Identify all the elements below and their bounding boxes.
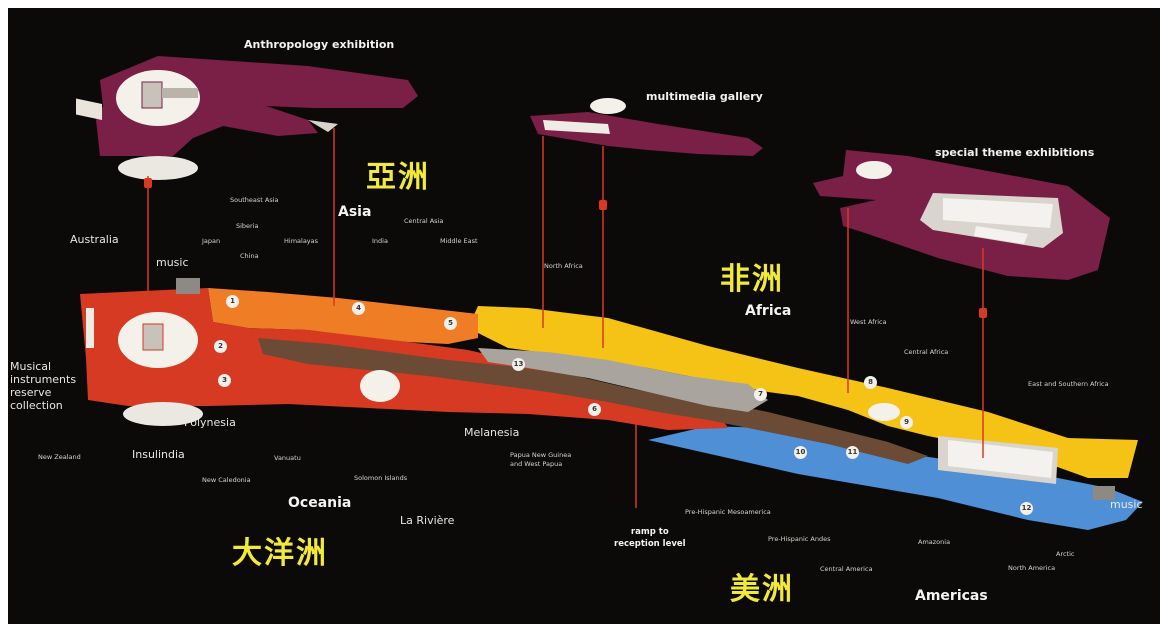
amazonia-label: Amazonia: [918, 538, 951, 546]
anthropology-stair: [308, 120, 338, 132]
music-left-label: music: [156, 256, 189, 269]
musical-line-2: instruments: [10, 373, 77, 386]
americas-area: [648, 426, 1143, 530]
river-la-riviere: [258, 338, 928, 464]
papua-line-1: Papua New Guinea: [510, 451, 572, 459]
australia-label: Australia: [70, 233, 119, 246]
marker-6: 6: [588, 403, 601, 416]
connectors: [147, 128, 984, 508]
north-africa-label: North Africa: [544, 262, 583, 270]
central-ramp: [478, 348, 768, 412]
papua-line-2: and West Papua: [510, 460, 563, 468]
west-africa-label: West Africa: [850, 318, 887, 326]
museum-floor-plan: Anthropology exhibition multimedia galle…: [8, 8, 1160, 624]
multimedia-drum: [590, 98, 626, 114]
japan-label: Japan: [202, 237, 221, 245]
marker-10: 10: [794, 446, 807, 459]
special-label: special theme exhibitions: [935, 146, 1095, 159]
himalayas-label: Himalayas: [284, 237, 319, 245]
africa-chinese-label: 非洲: [720, 262, 784, 297]
multimedia-box: [543, 120, 610, 134]
reserve-block: [86, 308, 94, 348]
solomon-islands-label: Solomon Islands: [354, 474, 408, 482]
connector-caps: [144, 178, 987, 318]
marker-11: 11: [846, 446, 859, 459]
asia-label: Asia: [338, 204, 372, 220]
music-box-right: [1093, 486, 1115, 500]
musical-instruments-label: Musical instruments reserve collection: [10, 360, 76, 412]
special-annex: [974, 226, 1028, 244]
prehispanic-meso-label: Pre-Hispanic Mesoamerica: [685, 508, 771, 516]
papua-label: Papua New Guinea and West Papua: [510, 451, 571, 469]
china-label: China: [240, 252, 259, 260]
marker-2: 2: [214, 340, 227, 353]
arctic-label: Arctic: [1056, 550, 1075, 558]
marker-4: 4: [352, 302, 365, 315]
asia-chinese-label: 亞洲: [366, 160, 430, 195]
anthropology-label: Anthropology exhibition: [244, 38, 395, 51]
india-label: India: [372, 237, 388, 245]
main-floor: [80, 278, 1143, 530]
central-asia-label: Central Asia: [404, 217, 444, 225]
southeast-asia-label: Southeast Asia: [230, 196, 279, 204]
central-africa-label: Central Africa: [904, 348, 949, 356]
main-drum-underside: [123, 402, 203, 426]
melanesia-alcove: [360, 370, 400, 402]
siberia-label: Siberia: [236, 222, 259, 230]
prehispanic-andes-label: Pre-Hispanic Andes: [768, 535, 831, 543]
asia-area: [208, 288, 478, 344]
musical-line-1: Musical: [10, 360, 52, 373]
americas-hall-top: [948, 440, 1053, 478]
music-box-left: [176, 278, 200, 294]
special-hall-top: [943, 198, 1053, 228]
ramp-line-1: ramp to: [630, 527, 669, 537]
anthropology-bridge: [162, 88, 198, 98]
africa-alcove: [868, 403, 900, 421]
americas-label: Americas: [915, 588, 988, 604]
la-riviere-label: La Rivière: [400, 514, 455, 527]
marker-12: 12: [1020, 502, 1033, 515]
multimedia-floor: [530, 112, 763, 156]
anthropology-level: [76, 56, 418, 180]
east-southern-africa-label: East and Southern Africa: [1028, 380, 1109, 388]
north-america-label: North America: [1008, 564, 1056, 572]
oceania-label: Oceania: [288, 495, 352, 511]
polynesia-label: Polynesia: [184, 416, 236, 429]
marker-13: 13: [512, 358, 525, 371]
marker-8: 8: [864, 376, 877, 389]
ramp-line-2: reception level: [614, 539, 686, 549]
music-right-label: music: [1110, 498, 1143, 511]
musical-line-4: collection: [10, 399, 63, 412]
insulindia-label: Insulindia: [132, 448, 185, 461]
anthropology-block: [76, 98, 102, 120]
marker-1: 1: [226, 295, 239, 308]
marker-3: 3: [218, 374, 231, 387]
ramp-label: ramp to reception level: [614, 526, 686, 550]
floor-plan-drawing: [76, 56, 1143, 530]
melanesia-label: Melanesia: [464, 426, 520, 439]
main-drum-core: [142, 323, 164, 351]
africa-label: Africa: [745, 303, 792, 319]
middle-east-label: Middle East: [440, 237, 478, 245]
multimedia-label: multimedia gallery: [646, 90, 763, 103]
vanuatu-label: Vanuatu: [274, 454, 301, 462]
oceania-chinese-label: 大洋洲: [232, 536, 328, 571]
africa-area: [468, 306, 1138, 478]
marker-5: 5: [444, 317, 457, 330]
new-zealand-label: New Zealand: [38, 453, 81, 461]
multimedia-level: [530, 98, 763, 156]
special-level: [813, 150, 1110, 280]
new-caledonia-label: New Caledonia: [202, 476, 251, 484]
americas-chinese-label: 美洲: [730, 572, 794, 607]
marker-7: 7: [754, 388, 767, 401]
anthropology-core: [141, 81, 163, 109]
central-america-label: Central America: [820, 565, 873, 573]
special-drum: [856, 161, 892, 179]
anthropology-underside: [118, 156, 198, 180]
marker-9: 9: [900, 416, 913, 429]
musical-line-3: reserve: [10, 386, 52, 399]
